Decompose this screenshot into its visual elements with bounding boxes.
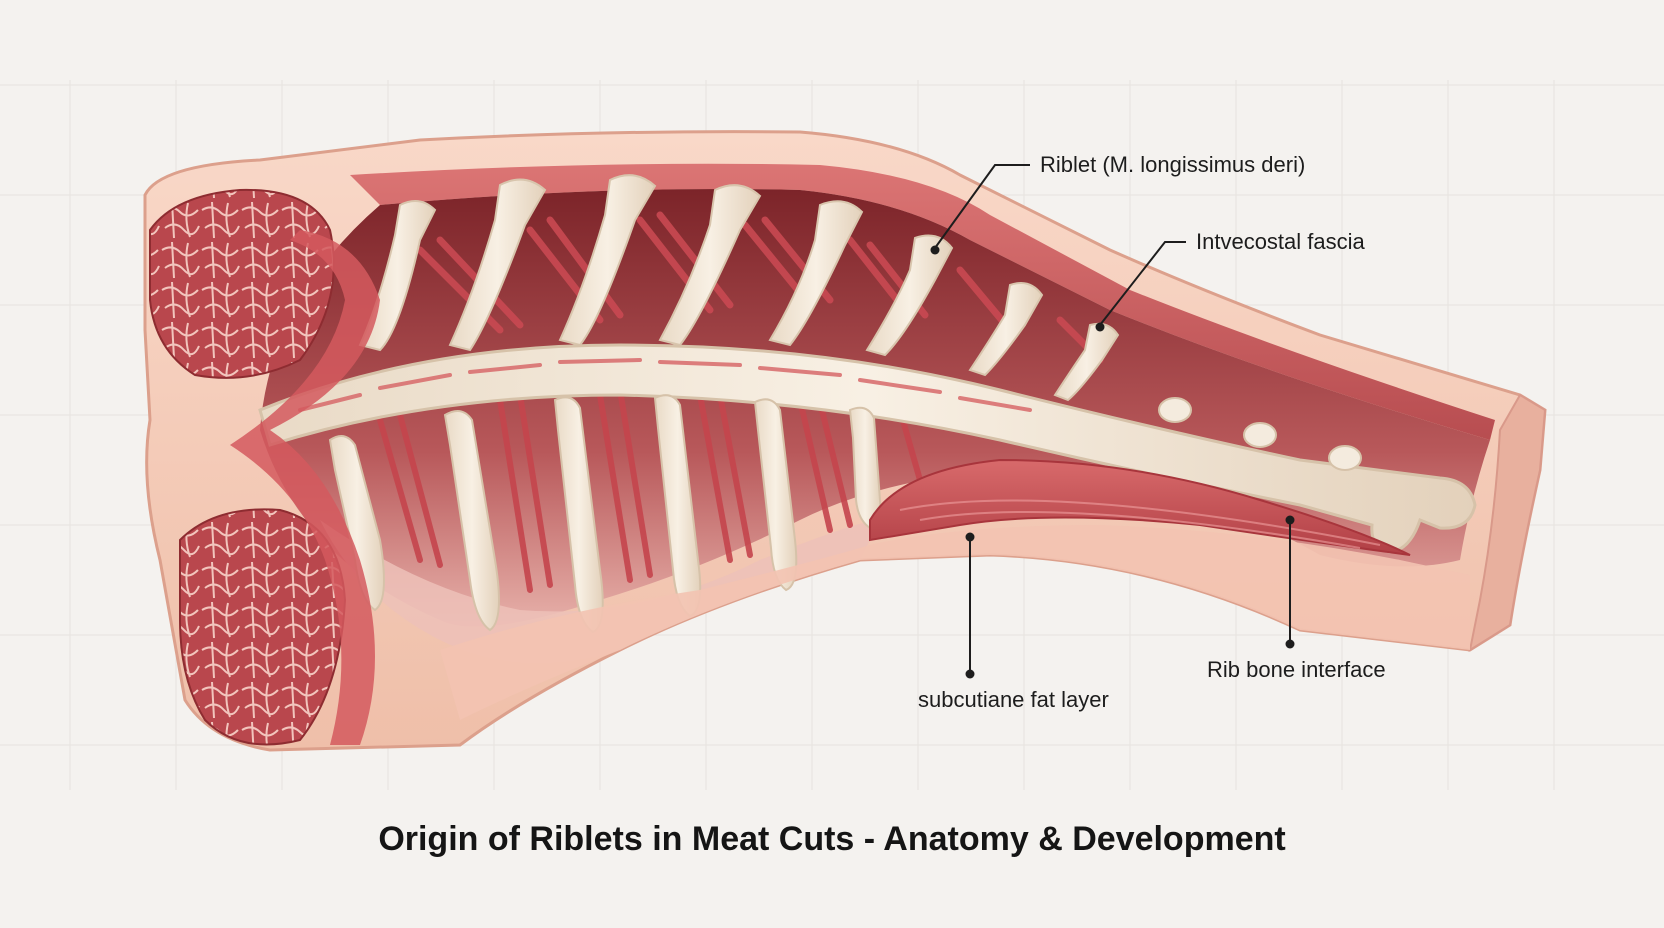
riblet-leader bbox=[934, 164, 1030, 249]
intercostal-muscles-lower bbox=[377, 387, 923, 593]
lower-muscle-striations bbox=[899, 499, 1381, 549]
left-muscle-sheath bbox=[230, 230, 380, 745]
fat-layer-label: subcutiane fat layer bbox=[918, 687, 1109, 712]
marbled-muscle-upper-left bbox=[149, 188, 335, 379]
riblet-label: Riblet (M. longissimus deri) bbox=[1040, 152, 1306, 177]
callout-leaders bbox=[934, 164, 1291, 672]
vertebral-knobs bbox=[1158, 397, 1362, 471]
lower-ribs bbox=[328, 394, 882, 634]
cavity-floor bbox=[320, 520, 880, 663]
upper-ribs bbox=[358, 174, 1120, 402]
rib-bone-interface-label: Rib bone interface bbox=[1207, 657, 1386, 682]
fascia-label: Intvecostal fascia bbox=[1196, 229, 1365, 254]
spine-muscle-stripes bbox=[298, 358, 1032, 412]
fascia-leader bbox=[1099, 241, 1186, 326]
lower-fat-band bbox=[440, 525, 1470, 720]
spinal-bone bbox=[258, 343, 1477, 554]
figure-title: Origin of Riblets in Meat Cuts - Anatomy… bbox=[378, 820, 1286, 858]
callout-dots bbox=[930, 245, 1295, 679]
marbled-muscle-lower-left bbox=[179, 508, 347, 746]
upper-muscle-band bbox=[350, 163, 1495, 440]
